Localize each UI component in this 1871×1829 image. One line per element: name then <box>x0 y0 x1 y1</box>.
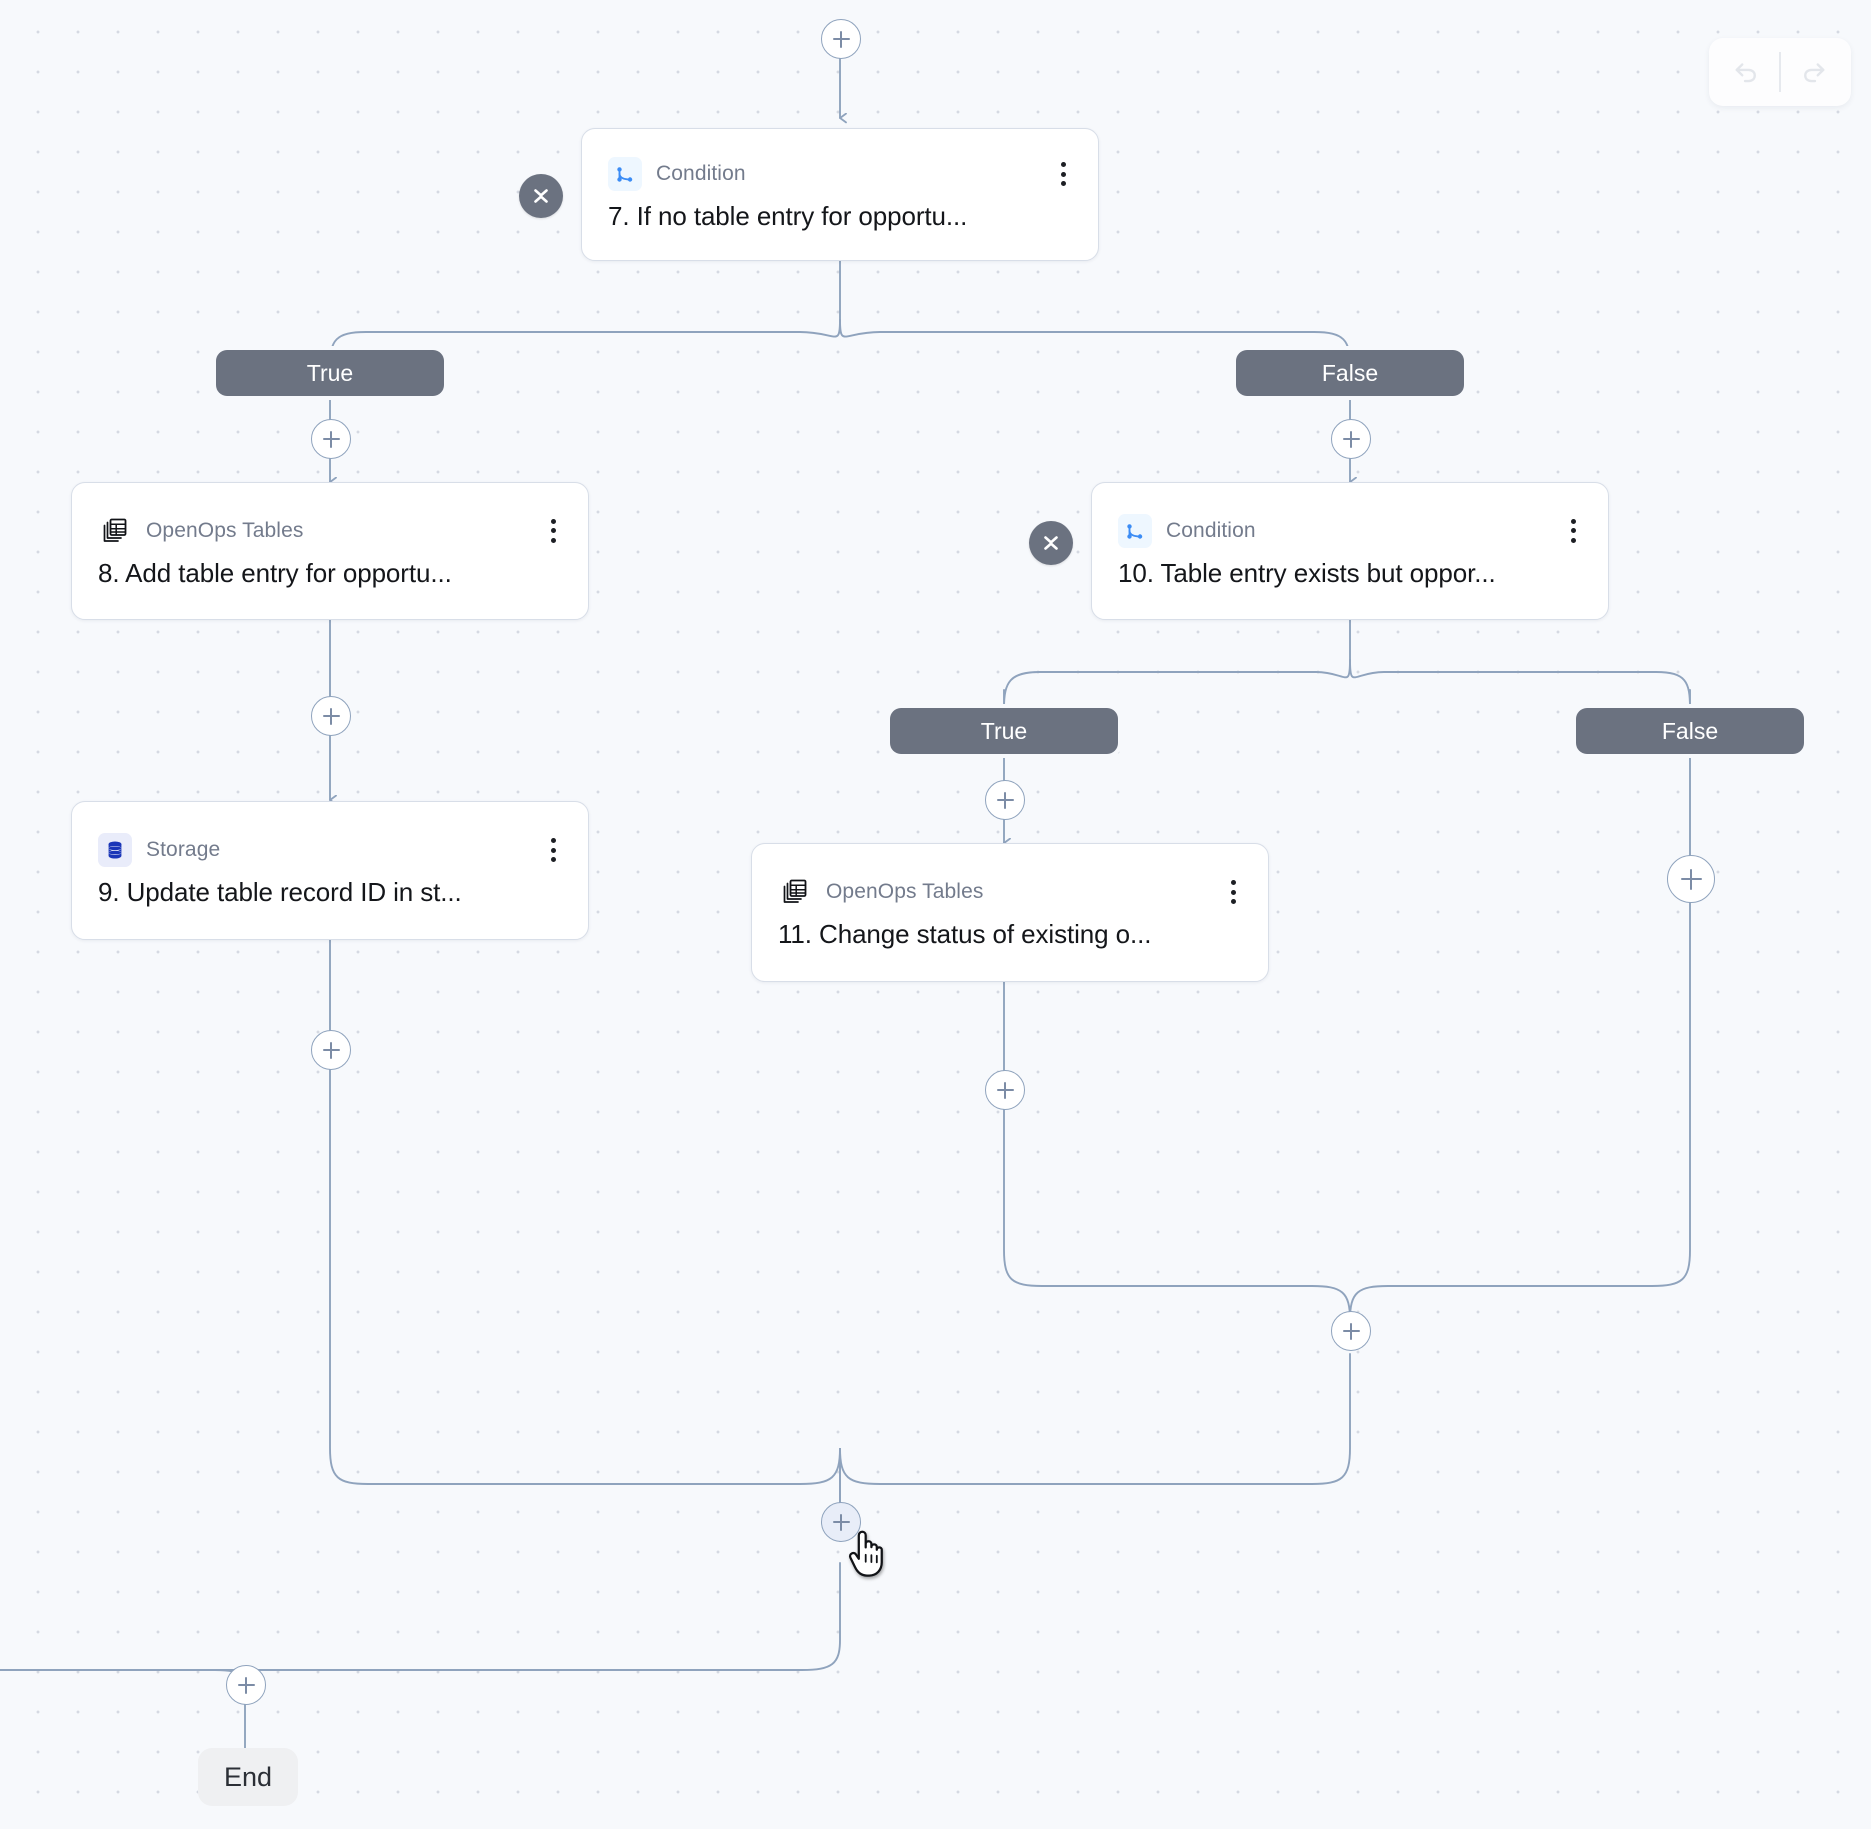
undo-button[interactable] <box>1713 44 1779 100</box>
collapse-chevrons-icon <box>1044 536 1058 550</box>
toolbar-divider <box>1779 52 1781 92</box>
history-toolbar <box>1709 38 1851 106</box>
add-step-button-after-step-11[interactable] <box>985 1070 1025 1110</box>
step-header: Condition <box>1118 513 1584 548</box>
add-step-button-merge-condition-10[interactable] <box>1331 1311 1371 1351</box>
add-step-button-false-branch-7[interactable] <box>1331 419 1371 459</box>
step-card-openops-tables-8[interactable]: OpenOps Tables 8. Add table entry for op… <box>71 482 589 620</box>
end-node: End <box>198 1748 299 1806</box>
step-title: 7. If no table entry for opportu... <box>608 201 968 231</box>
redo-arrow-icon <box>1803 63 1824 83</box>
add-step-button-false-branch-10[interactable] <box>1667 855 1715 903</box>
branch-pill-true-condition-7[interactable]: True <box>216 350 444 396</box>
tables-icon <box>98 514 132 548</box>
add-step-button-after-step-9[interactable] <box>311 1030 351 1070</box>
branch-pill-false-condition-7[interactable]: False <box>1236 350 1464 396</box>
add-step-button-above-condition-7[interactable] <box>821 19 861 59</box>
branch-pill-true-condition-10[interactable]: True <box>890 708 1118 754</box>
step-title: 8. Add table entry for opportu... <box>98 557 452 588</box>
step-type-label: OpenOps Tables <box>826 880 984 903</box>
branch-label: False <box>1321 359 1379 386</box>
step-type-label: Storage <box>146 838 221 861</box>
storage-icon <box>98 833 132 867</box>
step-title: 11. Change status of existing o... <box>778 919 1152 949</box>
step-header: OpenOps Tables <box>778 875 1244 909</box>
add-step-button-true-branch-10[interactable] <box>985 780 1025 820</box>
step-title: 9. Update table record ID in st... <box>98 877 462 907</box>
add-step-button-before-end[interactable] <box>226 1665 266 1705</box>
step-card-condition-10[interactable]: Condition 10. Table entry exists but opp… <box>1091 482 1609 620</box>
collapse-branches-button-condition-7[interactable] <box>519 174 563 218</box>
step-card-condition-7[interactable]: Condition 7. If no table entry for oppor… <box>581 128 1099 261</box>
step-menu-icon[interactable] <box>1222 877 1244 907</box>
step-title: 10. Table entry exists but oppor... <box>1118 557 1496 588</box>
step-type-label: Condition <box>1166 518 1256 542</box>
step-card-storage-9[interactable]: Storage 9. Update table record ID in st.… <box>71 801 589 940</box>
step-menu-icon[interactable] <box>1562 516 1584 546</box>
condition-icon <box>608 157 642 191</box>
condition-icon <box>1118 513 1152 548</box>
branch-pill-false-condition-10[interactable]: False <box>1576 708 1804 754</box>
add-step-button-true-branch-7[interactable] <box>311 419 351 459</box>
branch-label: True <box>980 717 1028 744</box>
redo-button[interactable] <box>1781 44 1847 100</box>
step-menu-icon[interactable] <box>1052 159 1074 189</box>
step-type-label: OpenOps Tables <box>146 518 304 542</box>
undo-arrow-icon <box>1735 63 1756 83</box>
collapse-chevrons-icon <box>534 189 548 203</box>
add-step-button-merge-condition-7[interactable] <box>821 1502 861 1542</box>
branch-label: True <box>306 359 354 386</box>
step-menu-icon[interactable] <box>542 516 564 546</box>
step-header: Condition <box>608 157 1074 191</box>
end-node-label: End <box>224 1761 273 1792</box>
step-header: Storage <box>98 833 564 867</box>
step-header: OpenOps Tables <box>98 514 564 548</box>
step-type-label: Condition <box>656 162 746 185</box>
step-card-openops-tables-11[interactable]: OpenOps Tables 11. Change status of exis… <box>751 843 1269 982</box>
tables-icon <box>778 875 812 909</box>
branch-label: False <box>1661 717 1719 744</box>
add-step-button-after-step-8[interactable] <box>311 696 351 736</box>
collapse-branches-button-condition-10[interactable] <box>1029 521 1073 565</box>
step-menu-icon[interactable] <box>542 835 564 865</box>
